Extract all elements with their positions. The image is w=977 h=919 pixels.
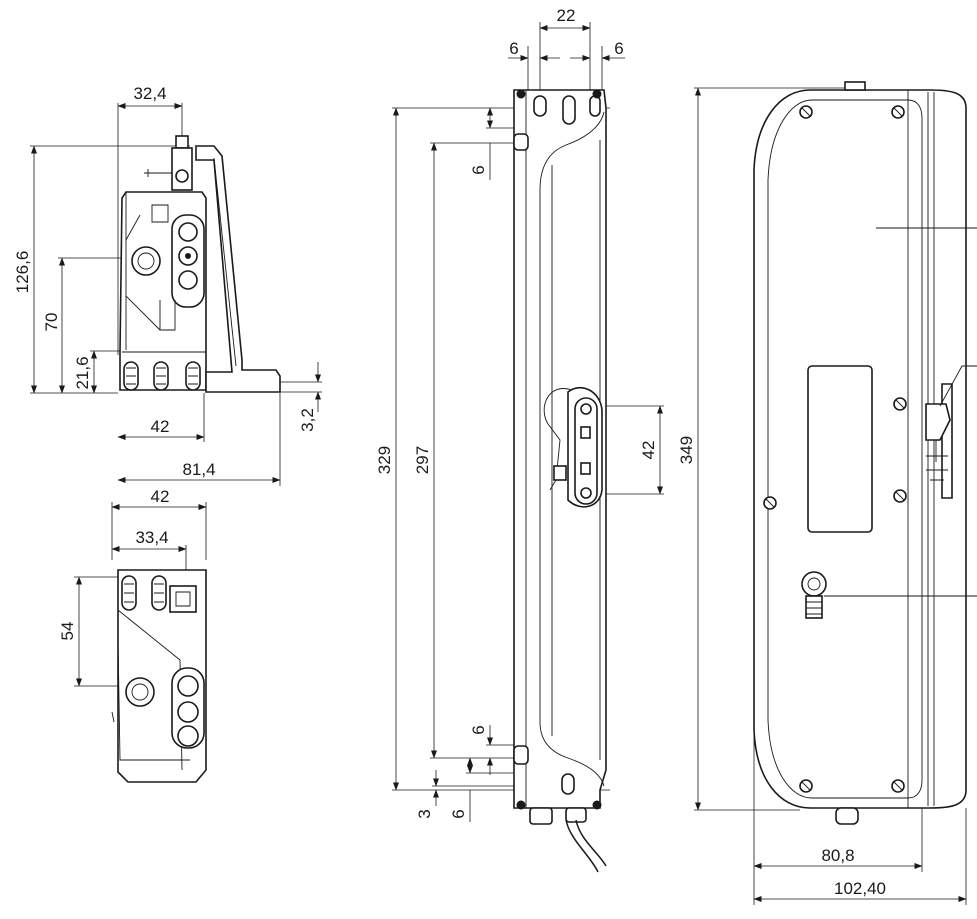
cable-gland-icon: [801, 571, 827, 619]
screw-icon: [123, 361, 201, 391]
dim-side-plate-thickness: 3,2: [298, 408, 317, 432]
dim-bottom-depth: 54: [58, 622, 77, 641]
connector-icon: [835, 807, 859, 825]
front-view: 22 6 6 329 297 6 42 6: [375, 6, 664, 873]
dim-side-total-width: 81,4: [182, 460, 215, 479]
rear-view: 349 80,8 102,40: [677, 81, 977, 905]
dim-front-bottom-offset-a: 6: [469, 725, 488, 734]
connector-icon: [529, 807, 607, 873]
dim-side-height: 126,6: [13, 251, 32, 294]
dim-bottom-hole-offset: 33,4: [135, 528, 168, 547]
dim-front-bracket-spacing: 42: [639, 441, 658, 460]
dim-front-inner-height: 297: [413, 446, 432, 474]
dim-side-hole-height: 70: [42, 313, 61, 332]
dim-front-height: 329: [375, 446, 394, 474]
dim-front-bottom-offset-b: 3: [415, 809, 434, 818]
dim-front-slot-right: 6: [614, 39, 623, 58]
dim-rear-width-outer: 102,40: [834, 879, 886, 898]
screw-icon: [516, 89, 602, 810]
dim-rear-height: 349: [677, 436, 696, 464]
screw-icon: [763, 105, 907, 793]
dim-rear-width-inner: 80,8: [821, 846, 854, 865]
dim-front-slot-left: 6: [509, 39, 518, 58]
side-view: 32,4 126,6 70 21,6 3,2 42 81,4: [13, 84, 322, 486]
dim-bottom-width: 42: [151, 487, 170, 506]
dim-front-top-offset: 6: [469, 165, 488, 174]
dim-side-base-width: 42: [151, 417, 170, 436]
dim-front-slot-spacing: 22: [557, 6, 576, 25]
bottom-view: 42 33,4 54: [58, 487, 207, 783]
screw-icon: [121, 575, 167, 611]
dim-side-foot-height: 21,6: [73, 356, 92, 389]
dim-side-top-width: 32,4: [133, 84, 166, 103]
dim-front-bottom-offset-c: 6: [449, 809, 468, 818]
